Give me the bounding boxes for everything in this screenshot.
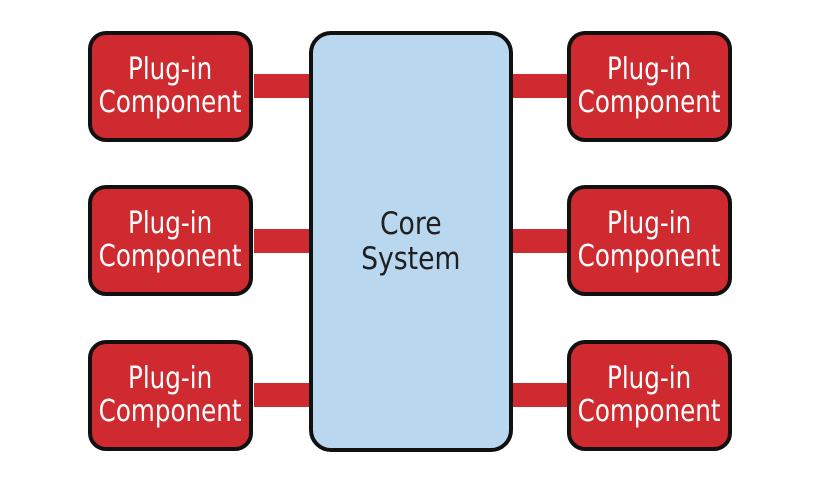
- left-plugin-label-3-line-2: Component: [99, 393, 242, 429]
- left-plugin-label-2: Plug-in Component: [99, 206, 242, 274]
- right-plugin-label-2: Plug-in Component: [578, 206, 721, 274]
- left-plugin-component-1: Plug-in Component: [88, 31, 253, 142]
- right-plugin-label-2-line-1: Plug-in: [607, 206, 692, 242]
- right-plugin-label-3-line-1: Plug-in: [607, 361, 692, 397]
- left-connector-3: [254, 383, 309, 407]
- right-plugin-component-1: Plug-in Component: [567, 31, 732, 142]
- right-plugin-label-3: Plug-in Component: [578, 361, 721, 429]
- right-plugin-label-1-line-1: Plug-in: [607, 52, 692, 88]
- right-connector-1: [513, 74, 568, 98]
- right-plugin-label-2-line-2: Component: [578, 238, 721, 274]
- right-plugin-component-2: Plug-in Component: [567, 185, 732, 296]
- core-system-box: Core System: [309, 31, 513, 452]
- left-plugin-label-1: Plug-in Component: [99, 52, 242, 120]
- left-plugin-component-3: Plug-in Component: [88, 340, 253, 451]
- left-plugin-label-3-line-1: Plug-in: [128, 361, 213, 397]
- left-connector-2: [254, 229, 309, 253]
- left-plugin-label-2-line-1: Plug-in: [128, 206, 213, 242]
- left-plugin-label-1-line-2: Component: [99, 84, 242, 120]
- core-system-label: Core System: [361, 207, 460, 276]
- right-plugin-component-3: Plug-in Component: [567, 340, 732, 451]
- right-plugin-label-1: Plug-in Component: [578, 52, 721, 120]
- left-plugin-label-2-line-2: Component: [99, 238, 242, 274]
- right-plugin-label-3-line-2: Component: [578, 393, 721, 429]
- left-plugin-component-2: Plug-in Component: [88, 185, 253, 296]
- left-plugin-label-3: Plug-in Component: [99, 361, 242, 429]
- left-connector-1: [254, 74, 309, 98]
- core-system-label-line-1: Core: [380, 205, 442, 242]
- core-system-label-line-2: System: [361, 240, 461, 277]
- left-plugin-label-1-line-1: Plug-in: [128, 52, 213, 88]
- right-plugin-label-1-line-2: Component: [578, 84, 721, 120]
- right-connector-3: [513, 383, 568, 407]
- right-connector-2: [513, 229, 568, 253]
